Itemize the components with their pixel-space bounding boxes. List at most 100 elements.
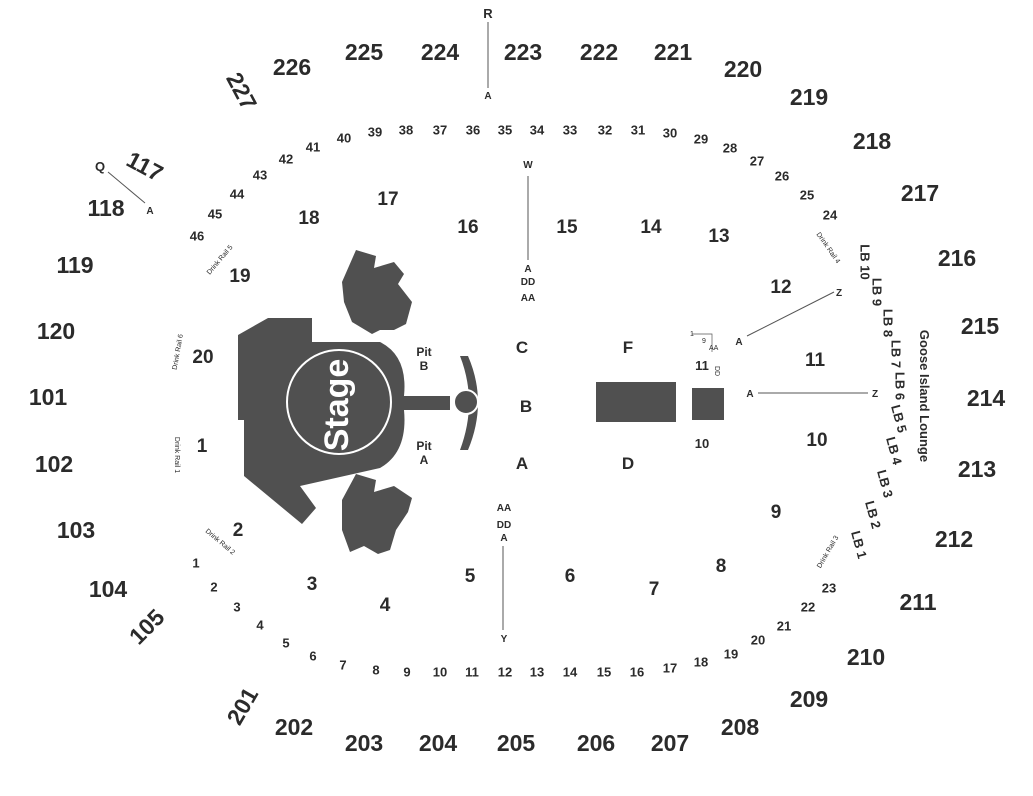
stage-label: Stage — [318, 359, 356, 452]
floor-section-19[interactable]: 19 — [229, 266, 250, 287]
lounge-box-8[interactable]: LB 8 — [881, 309, 896, 337]
floor-section-5[interactable]: 5 — [465, 566, 476, 587]
floor-section-9[interactable]: 9 — [771, 502, 782, 523]
floor-section-4[interactable]: 4 — [380, 595, 391, 616]
row-marker-a-z-lower: A — [746, 389, 753, 400]
section-213[interactable]: 213 — [958, 456, 996, 482]
row-22: 22 — [801, 599, 815, 614]
section-226[interactable]: 226 — [273, 54, 311, 80]
row-19: 19 — [724, 646, 738, 661]
row-44: 44 — [230, 186, 245, 201]
floor-section-6[interactable]: 6 — [565, 566, 576, 587]
floor-section-15[interactable]: 15 — [556, 217, 578, 238]
section-105[interactable]: 105 — [124, 604, 170, 650]
row-marker-dd-w: DD — [521, 277, 535, 288]
section-224[interactable]: 224 — [421, 39, 460, 65]
section-223[interactable]: 223 — [504, 39, 542, 65]
lounge-box-2[interactable]: LB 2 — [862, 499, 884, 530]
floor-section-18[interactable]: 18 — [298, 208, 319, 229]
row-31: 31 — [631, 122, 645, 137]
floor-section-13[interactable]: 13 — [708, 226, 729, 247]
section-209[interactable]: 209 — [790, 686, 828, 712]
section-211[interactable]: 211 — [899, 589, 936, 615]
floor-section-14[interactable]: 14 — [640, 217, 662, 238]
drink-rail-6[interactable]: Drink Rail 6 — [172, 334, 185, 371]
section-119[interactable]: 119 — [56, 252, 93, 278]
micro-row-aa: AA — [709, 345, 719, 352]
row-marker-z-lower: Z — [872, 389, 878, 400]
section-203[interactable]: 203 — [345, 730, 383, 756]
section-220[interactable]: 220 — [724, 56, 762, 82]
lounge-box-9[interactable]: LB 9 — [870, 278, 885, 306]
section-216[interactable]: 216 — [938, 245, 976, 271]
lounge-box-4[interactable]: LB 4 — [883, 435, 905, 467]
section-217[interactable]: 217 — [901, 180, 939, 206]
stage-area[interactable]: Stage — [238, 250, 479, 554]
row-marker-a-top: A — [484, 91, 491, 102]
section-210[interactable]: 210 — [847, 644, 885, 670]
section-201[interactable]: 201 — [221, 683, 263, 729]
row-21: 21 — [777, 618, 791, 633]
floor-section-11[interactable]: 11 — [805, 350, 826, 371]
row-6: 6 — [309, 648, 316, 663]
row-marker-a-y: A — [500, 533, 507, 544]
section-103[interactable]: 103 — [57, 517, 95, 543]
floor-section-17[interactable]: 17 — [377, 189, 398, 210]
section-214[interactable]: 214 — [967, 385, 1006, 411]
floor-section-f[interactable]: F — [623, 338, 633, 357]
floor-section-12[interactable]: 12 — [770, 277, 791, 298]
micro-row-1: 1 — [690, 331, 694, 338]
section-104[interactable]: 104 — [89, 576, 128, 602]
block-label-10[interactable]: 10 — [695, 436, 709, 451]
section-117[interactable]: 117 — [122, 146, 167, 186]
section-215[interactable]: 215 — [961, 313, 1000, 339]
pit-a-letter: A — [420, 453, 429, 467]
section-202[interactable]: 202 — [275, 714, 313, 740]
section-206[interactable]: 206 — [577, 730, 615, 756]
floor-section-16[interactable]: 16 — [457, 217, 478, 238]
lounge-box-1[interactable]: LB 1 — [848, 529, 870, 560]
section-205[interactable]: 205 — [497, 730, 536, 756]
section-227[interactable]: 227 — [221, 68, 262, 114]
floor-section-10[interactable]: 10 — [806, 430, 827, 451]
row-35: 35 — [498, 122, 512, 137]
drink-rail-2[interactable]: Drink Rail 2 — [204, 528, 236, 557]
block-label-11[interactable]: 11 — [695, 358, 709, 373]
floor-section-1[interactable]: 1 — [197, 436, 208, 457]
section-221[interactable]: 221 — [654, 39, 693, 65]
floor-section-d[interactable]: D — [622, 454, 634, 473]
catwalk-end — [453, 389, 479, 415]
section-101[interactable]: 101 — [29, 384, 68, 410]
drink-rail-4[interactable]: Drink Rail 4 — [814, 231, 841, 265]
floor-section-3[interactable]: 3 — [307, 574, 318, 595]
floor-section-8[interactable]: 8 — [716, 556, 727, 577]
section-212[interactable]: 212 — [935, 526, 973, 552]
lounge-box-10[interactable]: LB 10 — [858, 244, 873, 279]
floor-section-c[interactable]: C — [516, 338, 528, 357]
section-207[interactable]: 207 — [651, 730, 689, 756]
row-10: 10 — [433, 664, 447, 679]
row-13: 13 — [530, 664, 544, 679]
drink-rail-1[interactable]: Drink Rail 1 — [173, 437, 180, 473]
lounge-box-6[interactable]: LB 6 — [893, 372, 908, 400]
section-218[interactable]: 218 — [853, 128, 892, 154]
section-118[interactable]: 118 — [87, 195, 124, 221]
floor-section-a[interactable]: A — [516, 454, 528, 473]
lounge-box-5[interactable]: LB 5 — [888, 403, 910, 434]
section-225[interactable]: 225 — [345, 39, 384, 65]
floor-section-2[interactable]: 2 — [233, 520, 244, 541]
section-204[interactable]: 204 — [419, 730, 458, 756]
section-219[interactable]: 219 — [790, 84, 828, 110]
section-102[interactable]: 102 — [35, 451, 73, 477]
section-120[interactable]: 120 — [37, 318, 75, 344]
floor-section-7[interactable]: 7 — [649, 579, 660, 600]
floor-section-b[interactable]: B — [520, 397, 532, 416]
floor-section-20[interactable]: 20 — [192, 347, 213, 368]
section-208[interactable]: 208 — [721, 714, 760, 740]
lounge-box-7[interactable]: LB 7 — [889, 340, 904, 368]
section-222[interactable]: 222 — [580, 39, 618, 65]
lounge-box-3[interactable]: LB 3 — [874, 468, 896, 499]
row-40: 40 — [337, 130, 351, 145]
drink-rail-3[interactable]: Drink Rail 3 — [816, 535, 840, 570]
